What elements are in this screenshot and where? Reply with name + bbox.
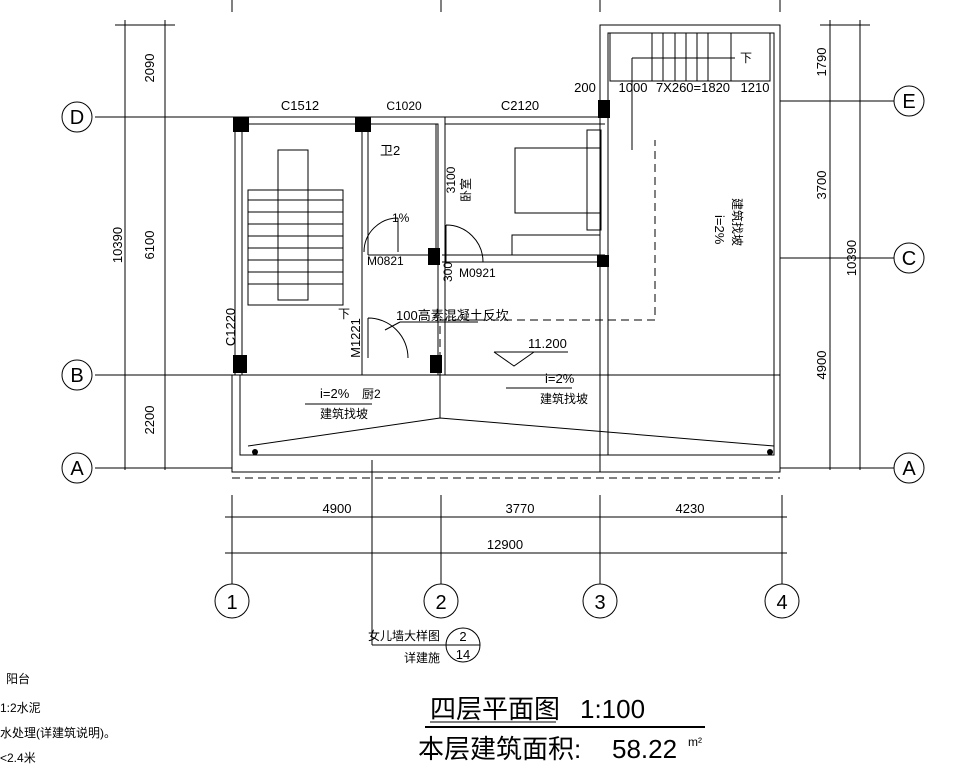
dim-bottom-3770: 3770 [506,501,535,516]
area-unit: m² [688,735,702,749]
window-C2120: C2120 [501,98,539,113]
note-4: <2.4米 [0,751,36,765]
title-block: 四层平面图 1:100 本层建筑面积: 58.22 m² [418,694,705,764]
curb-note: 100高素混凝土反坎 [396,308,509,323]
stair-main [247,149,344,306]
slope-kitchen: i=2% [320,386,350,401]
stair-down-label: 下 [338,307,350,321]
axis-1: 1 [226,592,237,614]
note-2: 1:2水泥 [0,701,41,715]
area-value: 58.22 [612,734,677,764]
stair-dim-1820: 7X260=1820 [656,80,730,95]
dim-3100: 3100 [444,166,458,193]
dim-right-3700: 3700 [814,171,829,200]
axis-2: 2 [435,592,446,614]
dim-left-6100: 6100 [142,231,157,260]
stair-dim-1210: 1210 [741,80,770,95]
room-kitchen: 厨2 [362,387,381,401]
door-M0921: M0921 [459,266,496,280]
slope-roof: i=2% [712,215,727,245]
dim-left-2200: 2200 [142,406,157,435]
right-dimensions: 1790 3700 4900 10390 [814,20,870,470]
elevation-mark: 11.200 [528,336,567,351]
bottom-dimensions: 4900 3770 4230 12900 [225,501,787,554]
axis-D: D [70,107,84,129]
axis-3: 3 [594,592,605,614]
detail-sheet: 14 [456,647,470,662]
slope-balcony-note: 建筑找坡 [540,391,588,406]
stair-down-label-2: 下 [740,51,752,65]
detail-ref: 详建施 [404,650,440,665]
door-swing-M1221 [367,317,409,359]
dim-right-4900: 4900 [814,351,829,380]
dim-bottom-4230: 4230 [676,501,705,516]
dim-right-1790: 1790 [814,48,829,77]
area-label: 本层建筑面积: [418,734,581,764]
door-M1221: M1221 [348,318,363,358]
room-bathroom: 卫2 [380,143,400,158]
plan-title: 四层平面图 [430,694,560,724]
dim-left-2090: 2090 [142,54,157,83]
note-1: 阳台 [6,671,30,686]
slope-kitchen-note: 建筑找坡 [320,406,368,421]
door-M0821: M0821 [367,254,404,268]
detail-reference: 女儿墙大样图 详建施 2 14 [368,460,481,665]
axis-B-label: B [70,365,83,387]
door-swing-M0921 [445,224,484,263]
dim-left-total: 10390 [110,227,125,263]
room-bedroom: 卧室 [458,178,473,202]
axis-A-right: A [902,458,916,480]
detail-name: 女儿墙大样图 [368,628,440,643]
window-C1512: C1512 [281,98,319,113]
left-dimensions: 2090 6100 2200 10390 [110,20,175,470]
dim-bottom-4900: 4900 [323,501,352,516]
stair-roof: 200 1000 7X260=1820 1210 下 [574,32,771,150]
stair-dim-200: 200 [574,80,596,95]
axis-4: 4 [776,592,787,614]
bath-slope: 1% [392,211,410,225]
axis-E: E [902,91,915,113]
axis-A-left: A [70,458,84,480]
notes: 阳台 1:2水泥 水处理(详建筑说明)。 <2.4米 [0,671,116,765]
slope-balcony: i=2% [545,371,575,386]
window-C1220: C1220 [223,308,238,346]
axis-bubbles: D B A E C A 1 2 3 4 [61,85,925,619]
window-C1020: C1020 [386,99,422,113]
door-swing-M0821 [363,217,399,253]
top-axis-ticks [231,0,781,12]
stair-dim-1000: 1000 [619,80,648,95]
bed [511,129,602,256]
detail-number: 2 [459,629,466,644]
axis-C: C [902,248,916,270]
dim-300: 300 [441,262,455,282]
slope-roof-note: 建筑找坡 [730,198,745,246]
dim-bottom-total: 12900 [487,537,523,552]
plan-scale: 1:100 [580,694,645,724]
note-3: 水处理(详建筑说明)。 [0,725,116,740]
